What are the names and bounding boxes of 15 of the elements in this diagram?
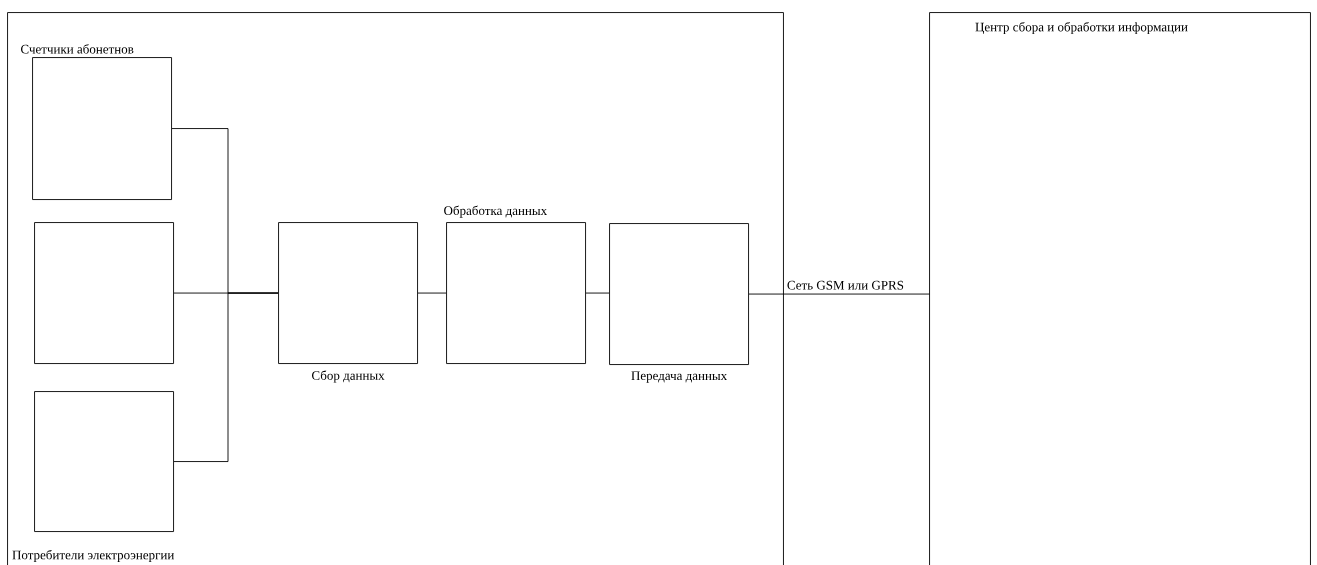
process-box: Передача данных	[609, 223, 749, 383]
connector-line	[173, 292, 279, 462]
connector-line	[748, 293, 930, 295]
edge-label: Сеть GSM или GPRS	[787, 280, 904, 290]
meter-box	[34, 222, 174, 364]
meter-box	[34, 391, 174, 532]
process-box: Обработка данных	[444, 205, 586, 364]
meter-box	[32, 57, 172, 200]
node-label: Передача данных	[631, 371, 727, 383]
connector-line	[417, 292, 447, 294]
connector-line	[585, 292, 610, 294]
container-box: Центр сбора и обработки информации	[929, 12, 1311, 565]
process-box: Сбор данных	[278, 222, 418, 383]
node-label: Обработка данных	[444, 205, 547, 218]
node-label: Сбор данных	[311, 370, 385, 383]
